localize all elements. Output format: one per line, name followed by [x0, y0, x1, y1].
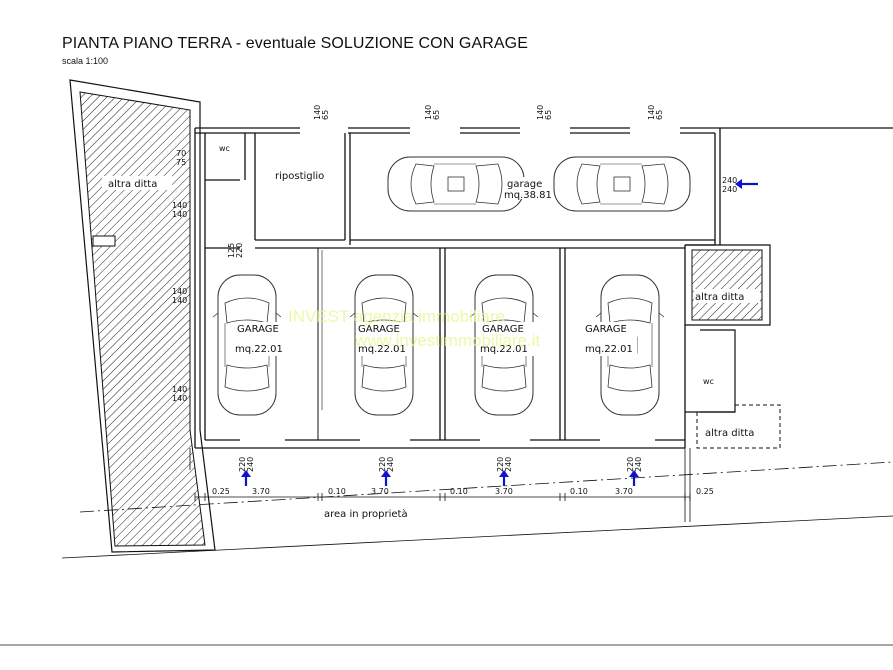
- garage-3: GARAGE mq.22.01: [469, 274, 539, 416]
- dim-1: 3.70: [252, 487, 270, 496]
- svg-text:220: 220: [238, 457, 247, 472]
- garage-1-area: mq.22.01: [235, 344, 283, 355]
- svg-text:65: 65: [321, 110, 330, 120]
- label-ripostiglio: ripostiglio: [275, 171, 324, 182]
- garage-large-area: mq.38.81: [504, 190, 552, 201]
- building-walls: [194, 127, 893, 449]
- svg-text:240: 240: [504, 457, 513, 472]
- watermark: INVEST agenzia immobiliare www.investimm…: [288, 307, 540, 350]
- label-wc-right: wc: [703, 377, 714, 386]
- large-garage-entrance: 240 240: [722, 176, 758, 194]
- label-altra-ditta-bottom: altra ditta: [705, 428, 754, 439]
- svg-text:240: 240: [722, 176, 737, 185]
- garage-2-label: GARAGE: [358, 324, 400, 335]
- dim-0: 0.25: [212, 487, 230, 496]
- arrow-left-icon: [735, 179, 742, 189]
- plan-title: PIANTA PIANO TERRA - eventuale SOLUZIONE…: [62, 35, 528, 52]
- svg-text:140: 140: [172, 296, 187, 305]
- svg-text:140: 140: [172, 201, 187, 210]
- dim-2: 0.10: [328, 487, 346, 496]
- bottom-dimension-chain: 0.25 3.70 0.10 3.70 0.10 3.70 0.10 3.70 …: [194, 487, 714, 501]
- garage-large-label: garage: [507, 179, 542, 190]
- svg-text:75: 75: [176, 158, 186, 167]
- label-wc-top: wc: [219, 144, 230, 153]
- side-dims: 70 75 140 140 140 140 140 140 125 220: [172, 149, 244, 403]
- svg-text:240: 240: [722, 185, 737, 194]
- svg-text:140: 140: [313, 105, 322, 120]
- label-altra-ditta-left: altra ditta: [108, 179, 157, 190]
- garage-4-label: GARAGE: [585, 324, 627, 335]
- car-icon: [553, 156, 691, 212]
- svg-text:220: 220: [496, 457, 505, 472]
- svg-text:125: 125: [227, 243, 236, 258]
- svg-text:65: 65: [432, 110, 441, 120]
- garage-4-area: mq.22.01: [585, 344, 633, 355]
- svg-text:140: 140: [172, 385, 187, 394]
- svg-text:240: 240: [634, 457, 643, 472]
- dim-3: 3.70: [371, 487, 389, 496]
- dim-8: 0.25: [696, 487, 714, 496]
- label-area-proprieta: area in proprietà: [324, 508, 408, 520]
- garage-2: GARAGE mq.22.01: [349, 274, 419, 416]
- svg-text:www.investimmobiliare.it: www.investimmobiliare.it: [354, 331, 540, 350]
- svg-text:65: 65: [544, 110, 553, 120]
- garage-3-label: GARAGE: [482, 324, 524, 335]
- dim-7: 3.70: [615, 487, 633, 496]
- garage-3-area: mq.22.01: [480, 344, 528, 355]
- garage-4: GARAGE mq.22.01: [583, 274, 665, 416]
- car-icon: [387, 156, 525, 212]
- garage-2-area: mq.22.01: [358, 344, 406, 355]
- svg-text:140: 140: [536, 105, 545, 120]
- svg-text:240: 240: [386, 457, 395, 472]
- svg-text:140: 140: [172, 210, 187, 219]
- property-lines: area in proprietà: [61, 448, 893, 559]
- label-altra-ditta-right: altra ditta: [695, 292, 744, 303]
- svg-text:220: 220: [378, 457, 387, 472]
- svg-text:240: 240: [246, 457, 255, 472]
- svg-text:140: 140: [172, 394, 187, 403]
- dim-5: 3.70: [495, 487, 513, 496]
- svg-text:65: 65: [655, 110, 664, 120]
- garage-1-label: GARAGE: [237, 324, 279, 335]
- svg-text:140: 140: [172, 287, 187, 296]
- svg-text:140: 140: [424, 105, 433, 120]
- garage-large: garage mq.38.81: [387, 156, 691, 212]
- neighbor-left-block: altra ditta: [69, 79, 216, 553]
- plan-scale: scala 1:100: [62, 56, 109, 66]
- neighbor-right-block: altra ditta wc altra ditta: [685, 244, 781, 449]
- svg-text:140: 140: [647, 105, 656, 120]
- garage-entrances: 220 240 220 240 220 240 220 240: [238, 457, 643, 488]
- top-window-dims: 140 65 140 65 140 65 140 65: [313, 105, 664, 120]
- svg-text:INVEST agenzia immobiliare: INVEST agenzia immobiliare: [288, 307, 505, 326]
- svg-text:70: 70: [176, 149, 186, 158]
- svg-text:220: 220: [626, 457, 635, 472]
- dim-6: 0.10: [570, 487, 588, 496]
- dim-4: 0.10: [450, 487, 468, 496]
- svg-text:220: 220: [235, 243, 244, 258]
- garage-1: GARAGE mq.22.01: [212, 274, 284, 416]
